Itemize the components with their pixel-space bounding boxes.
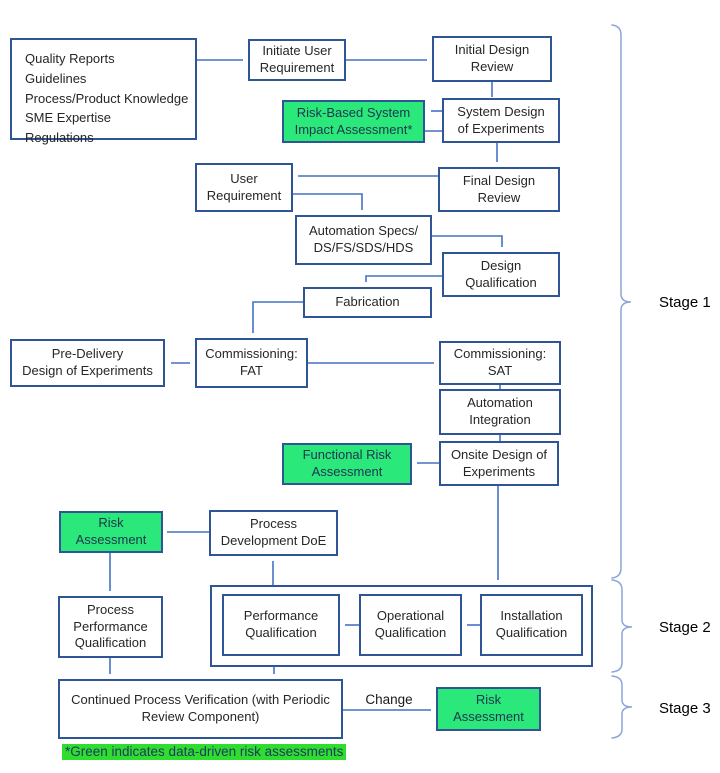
- fabrication-box: Fabrication: [303, 287, 432, 318]
- automation-integration-box: Automation Integration: [439, 389, 561, 435]
- knowledge-inputs-box: Quality Reports Guidelines Process/Produ…: [10, 38, 197, 145]
- functional-risk-assessment-box: Functional Risk Assessment: [282, 443, 412, 485]
- risk-assessment-stage3-box: Risk Assessment: [436, 687, 541, 731]
- process-performance-qualification-box: Process Performance Qualification: [58, 596, 163, 658]
- system-design-of-experiments-box: System Design of Experiments: [442, 98, 560, 143]
- stage-3-label: Stage 3: [659, 700, 711, 717]
- arrow-design-qualification-to-fabrication: [365, 275, 442, 282]
- risk-based-system-impact-assessment-box: Risk-Based System Impact Assessment*: [282, 100, 425, 143]
- installation-qualification-box: Installation Qualification: [480, 594, 583, 656]
- footnote: *Green indicates data-driven risk assess…: [62, 744, 347, 760]
- initial-design-review-box: Initial Design Review: [432, 36, 552, 82]
- initiate-user-requirement-box: Initiate User Requirement: [248, 39, 346, 81]
- final-design-review-box: Final Design Review: [438, 167, 560, 212]
- stage-2-brace: [611, 579, 633, 673]
- arrow-automation-specs-to-design-qualification: [432, 235, 503, 247]
- continued-process-verification-box: Continued Process Verification (with Per…: [58, 679, 343, 739]
- stage-1-label: Stage 1: [659, 294, 711, 311]
- qualification-group-box: [210, 585, 593, 667]
- stage-1-brace: [611, 24, 632, 579]
- commissioning-fat-box: Commissioning: FAT: [195, 338, 308, 388]
- operational-qualification-box: Operational Qualification: [359, 594, 462, 656]
- arrow-fabrication-to-fat: [252, 301, 303, 333]
- onsite-doe-box: Onsite Design of Experiments: [439, 441, 559, 486]
- change-label: Change: [365, 692, 413, 707]
- arrow-user-requirement-to-automation-specs: [293, 193, 363, 210]
- pre-delivery-doe-box: Pre-Delivery Design of Experiments: [10, 339, 165, 387]
- commissioning-sat-box: Commissioning: SAT: [439, 341, 561, 385]
- process-development-doe-box: Process Development DoE: [209, 510, 338, 556]
- design-qualification-box: Design Qualification: [442, 252, 560, 297]
- risk-assessment-stage2-box: Risk Assessment: [59, 511, 163, 553]
- automation-specs-box: Automation Specs/ DS/FS/SDS/HDS: [295, 215, 432, 265]
- stage-3-brace: [611, 675, 633, 739]
- stage-2-label: Stage 2: [659, 619, 711, 636]
- user-requirement-box: User Requirement: [195, 163, 293, 212]
- performance-qualification-box: Performance Qualification: [222, 594, 340, 656]
